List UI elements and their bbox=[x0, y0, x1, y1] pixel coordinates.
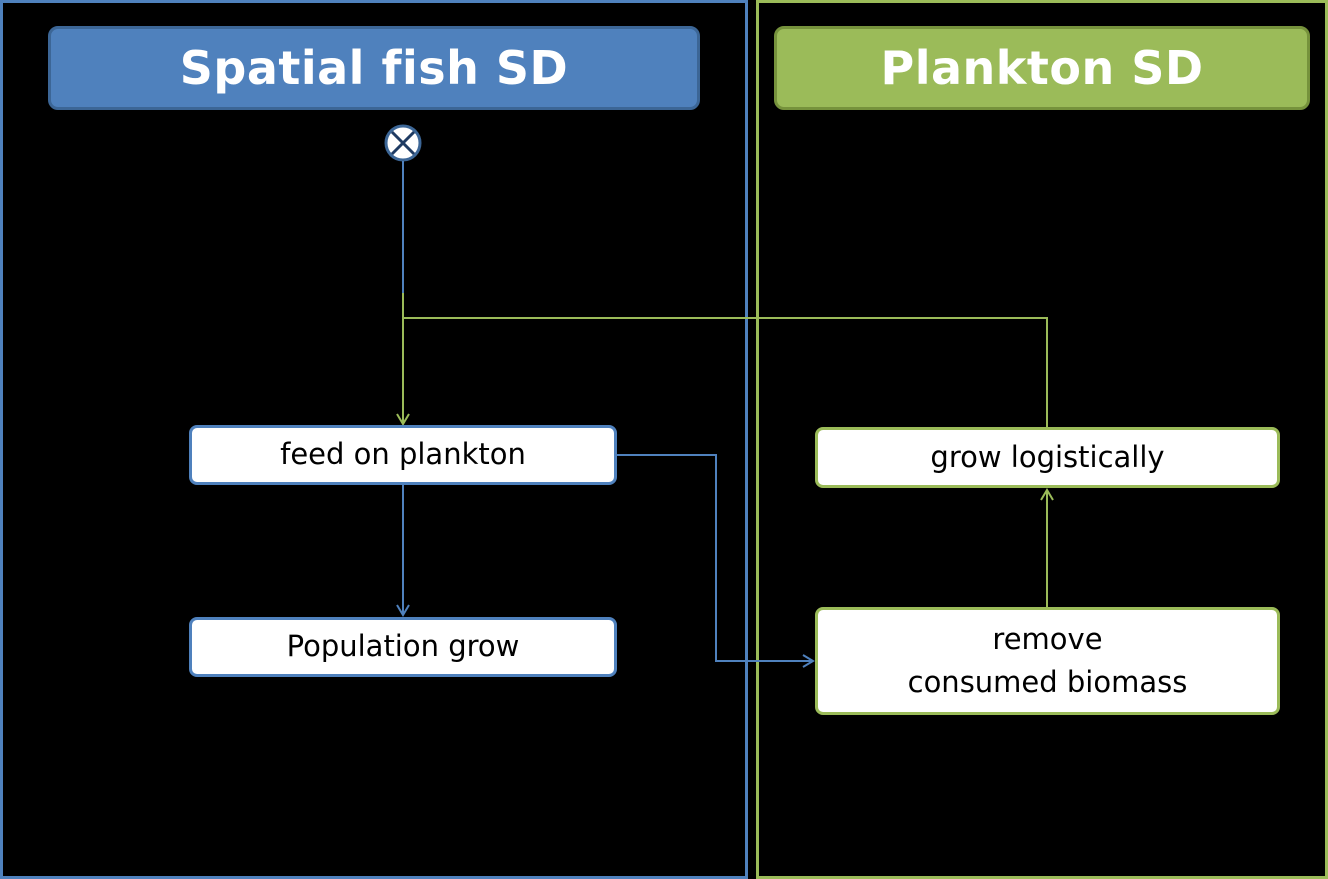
lane-header-spatial-fish: Spatial fish SD bbox=[48, 26, 700, 110]
activity-population-grow[interactable]: Population grow bbox=[189, 617, 617, 677]
activity-grow-logistically[interactable]: grow logistically bbox=[815, 427, 1280, 488]
lane-header-plankton: Plankton SD bbox=[774, 26, 1310, 110]
activity-feed-on-plankton[interactable]: feed on plankton bbox=[189, 425, 617, 485]
activity-remove-consumed-biomass[interactable]: remove consumed biomass bbox=[815, 607, 1280, 715]
